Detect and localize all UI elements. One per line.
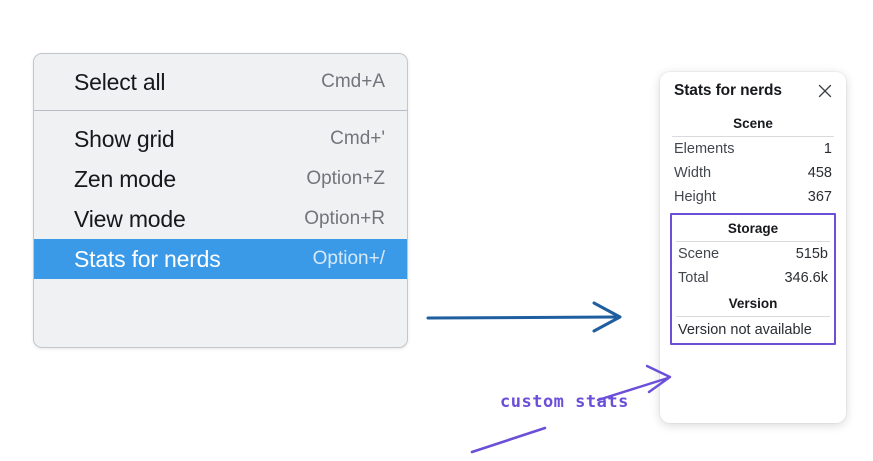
panel-title-row: Stats for nerds	[670, 72, 836, 110]
context-menu: Select all Cmd+A Show grid Cmd+' Zen mod…	[33, 53, 408, 348]
section-rule	[676, 316, 830, 317]
stat-row: Elements 1	[670, 137, 836, 161]
section-heading: Version	[728, 296, 778, 311]
menu-item-label: View mode	[74, 205, 186, 232]
stat-value: 458	[807, 165, 832, 181]
menu-item-shortcut: Option+R	[304, 208, 385, 229]
menu-item-label: Stats for nerds	[74, 245, 221, 272]
callout-underline-stroke	[470, 426, 547, 454]
menu-item-label: Zen mode	[74, 165, 176, 192]
menu-item-view-mode[interactable]: View mode Option+R	[34, 199, 407, 239]
menu-item-label: Show grid	[74, 125, 175, 152]
custom-stats-highlight-box: Storage Scene 515b Total 346.6k Version …	[670, 213, 836, 345]
stat-key: Total	[678, 270, 709, 286]
menu-group-1: Select all Cmd+A	[34, 62, 407, 102]
menu-item-stats-for-nerds[interactable]: Stats for nerds Option+/	[34, 239, 407, 279]
stat-key: Elements	[674, 141, 735, 157]
menu-divider	[34, 110, 407, 111]
version-note: Version not available	[678, 322, 812, 338]
stat-row: Total 346.6k	[674, 266, 832, 290]
menu-item-zen-mode[interactable]: Zen mode Option+Z	[34, 159, 407, 199]
stat-key: Height	[674, 189, 716, 205]
stats-section-scene: Scene Elements 1 Width 458 Height 367	[670, 110, 836, 209]
stat-key: Scene	[678, 246, 720, 262]
stat-value: 367	[807, 189, 832, 205]
stat-row: Scene 515b	[674, 242, 832, 266]
callout-label-custom-stats: custom stats	[500, 392, 629, 412]
menu-item-shortcut: Option+Z	[306, 168, 385, 189]
stat-value: 1	[823, 141, 832, 157]
menu-item-shortcut: Cmd+'	[330, 128, 385, 149]
panel-title: Stats for nerds	[674, 82, 782, 99]
stat-value: 346.6k	[784, 270, 828, 286]
stat-value: 515b	[795, 246, 828, 262]
stats-for-nerds-panel: Stats for nerds Scene Elements 1 Width 4…	[660, 72, 846, 423]
stat-row: Height 367	[670, 185, 836, 209]
stats-section-version: Version Version not available	[674, 290, 832, 340]
section-rule	[672, 136, 834, 137]
section-heading: Storage	[727, 221, 779, 236]
stats-section-storage: Storage Scene 515b Total 346.6k	[674, 215, 832, 290]
section-heading: Scene	[733, 116, 773, 131]
menu-item-shortcut: Cmd+A	[321, 71, 385, 92]
menu-item-shortcut: Option+/	[312, 248, 385, 269]
stat-row: Width 458	[670, 161, 836, 185]
menu-item-label: Select all	[74, 68, 166, 95]
menu-group-2: Show grid Cmd+' Zen mode Option+Z View m…	[34, 119, 407, 279]
close-icon[interactable]	[816, 82, 834, 100]
menu-item-select-all[interactable]: Select all Cmd+A	[34, 62, 407, 102]
section-rule	[676, 241, 830, 242]
flow-arrow-icon	[426, 301, 622, 333]
menu-item-show-grid[interactable]: Show grid Cmd+'	[34, 119, 407, 159]
stat-key: Width	[674, 165, 712, 181]
